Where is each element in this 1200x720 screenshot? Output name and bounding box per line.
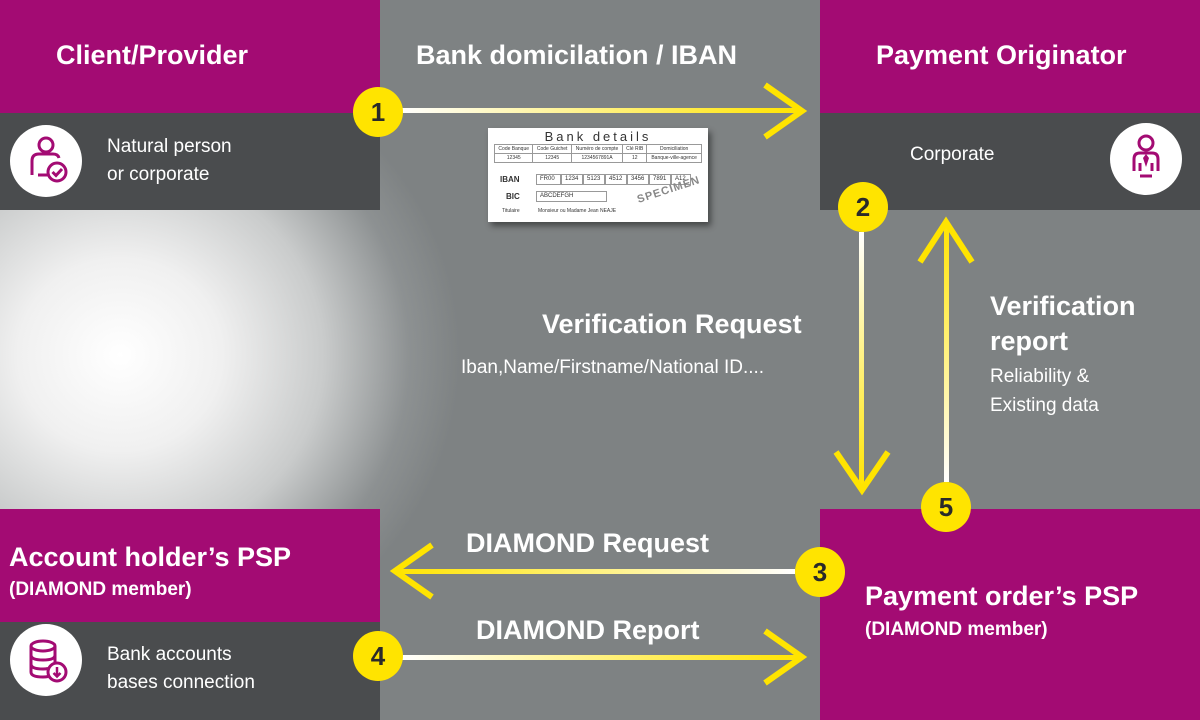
bank-value-cell: 12 <box>622 153 648 163</box>
arrow-step-3 <box>389 542 795 600</box>
verification-report-detail-1: Reliability & <box>990 366 1090 387</box>
corporate-user-icon <box>1110 123 1182 195</box>
payment-originator-title: Payment Originator <box>876 40 1127 70</box>
bank-value-cell: 12345 <box>493 153 534 163</box>
bank-header-cell: Numéro de compte <box>570 144 624 154</box>
bank-details-card: Bank details Code Banque Code Guichet Nu… <box>488 128 708 222</box>
account-holder-psp-detail-1: Bank accounts <box>107 644 232 665</box>
account-holder-psp-subtitle: (DIAMOND member) <box>9 579 192 600</box>
client-provider-header: Client/Provider <box>0 0 380 113</box>
verification-report-label-2: report <box>990 326 1069 356</box>
bank-header-cell: Code Banque <box>493 144 534 154</box>
user-check-icon <box>10 125 82 197</box>
database-download-icon <box>10 624 82 696</box>
iban-part: 5123 <box>583 174 605 185</box>
bank-header-cell: Domiciliation <box>646 144 702 154</box>
iban-part: FR00 <box>536 174 561 185</box>
step-5-badge: 5 <box>921 482 971 532</box>
bank-value-cell: 12345 <box>532 153 572 163</box>
step-3-badge: 3 <box>795 547 845 597</box>
bic-label: BIC <box>506 192 520 201</box>
client-provider-detail-1: Natural person <box>107 136 232 157</box>
bank-domiciliation-label: Bank domicilation / IBAN <box>416 40 738 70</box>
step-1-badge: 1 <box>353 87 403 137</box>
arrow-step-4 <box>400 628 808 686</box>
payment-originator-detail: Corporate <box>910 144 995 165</box>
step-4-badge: 4 <box>353 631 403 681</box>
bank-details-title: Bank details <box>544 129 652 144</box>
bank-value-cell: 1234567891A <box>570 153 624 163</box>
verification-request-label: Verification Request <box>542 309 802 339</box>
arrow-step-1 <box>400 82 808 140</box>
bank-header-cell: Code Guichet <box>532 144 572 154</box>
holder-label: Titulaire <box>502 208 520 214</box>
iban-part: 3456 <box>627 174 649 185</box>
payment-order-psp-title: Payment order’s PSP <box>865 581 1139 611</box>
payment-order-psp-subtitle: (DIAMOND member) <box>865 619 1048 640</box>
verification-report-label-1: Verification <box>990 291 1136 321</box>
bic-value: ABCDEFGH <box>536 191 607 202</box>
verification-report-detail-2: Existing data <box>990 395 1099 416</box>
arrow-step-5 <box>917 216 975 482</box>
verification-request-detail: Iban,Name/Firstname/National ID.... <box>461 357 765 378</box>
bank-value-cell: Banque-ville-agence <box>646 153 702 163</box>
bank-details-table: Code Banque Code Guichet Numéro de compt… <box>493 144 702 163</box>
iban-part: 7891 <box>649 174 671 185</box>
diamond-report-label: DIAMOND Report <box>476 615 700 645</box>
iban-part: A12 <box>671 174 691 185</box>
payment-originator-header: Payment Originator <box>820 0 1200 113</box>
account-holder-psp-header: Account holder’s PSP (DIAMOND member) <box>0 509 380 622</box>
client-provider-detail-2: or corporate <box>107 164 210 185</box>
payment-originator-panel: Corporate <box>820 113 1200 210</box>
iban-label: IBAN <box>500 175 520 184</box>
payment-order-psp-box: Payment order’s PSP (DIAMOND member) <box>820 509 1200 720</box>
client-provider-title: Client/Provider <box>56 40 249 70</box>
bank-header-cell: Clé RIB <box>622 144 648 154</box>
diamond-request-label: DIAMOND Request <box>466 528 710 558</box>
step-2-badge: 2 <box>838 182 888 232</box>
account-holder-psp-title: Account holder’s PSP <box>9 542 292 572</box>
holder-value: Monsieur ou Madame Jean NEAJE <box>538 208 617 214</box>
client-provider-panel: Natural person or corporate <box>0 113 380 210</box>
account-holder-psp-detail-2: bases connection <box>107 672 255 693</box>
arrow-step-2 <box>833 232 891 496</box>
iban-part: 4512 <box>605 174 627 185</box>
account-holder-psp-panel: Bank accounts bases connection <box>0 622 380 720</box>
iban-part: 1234 <box>561 174 583 185</box>
